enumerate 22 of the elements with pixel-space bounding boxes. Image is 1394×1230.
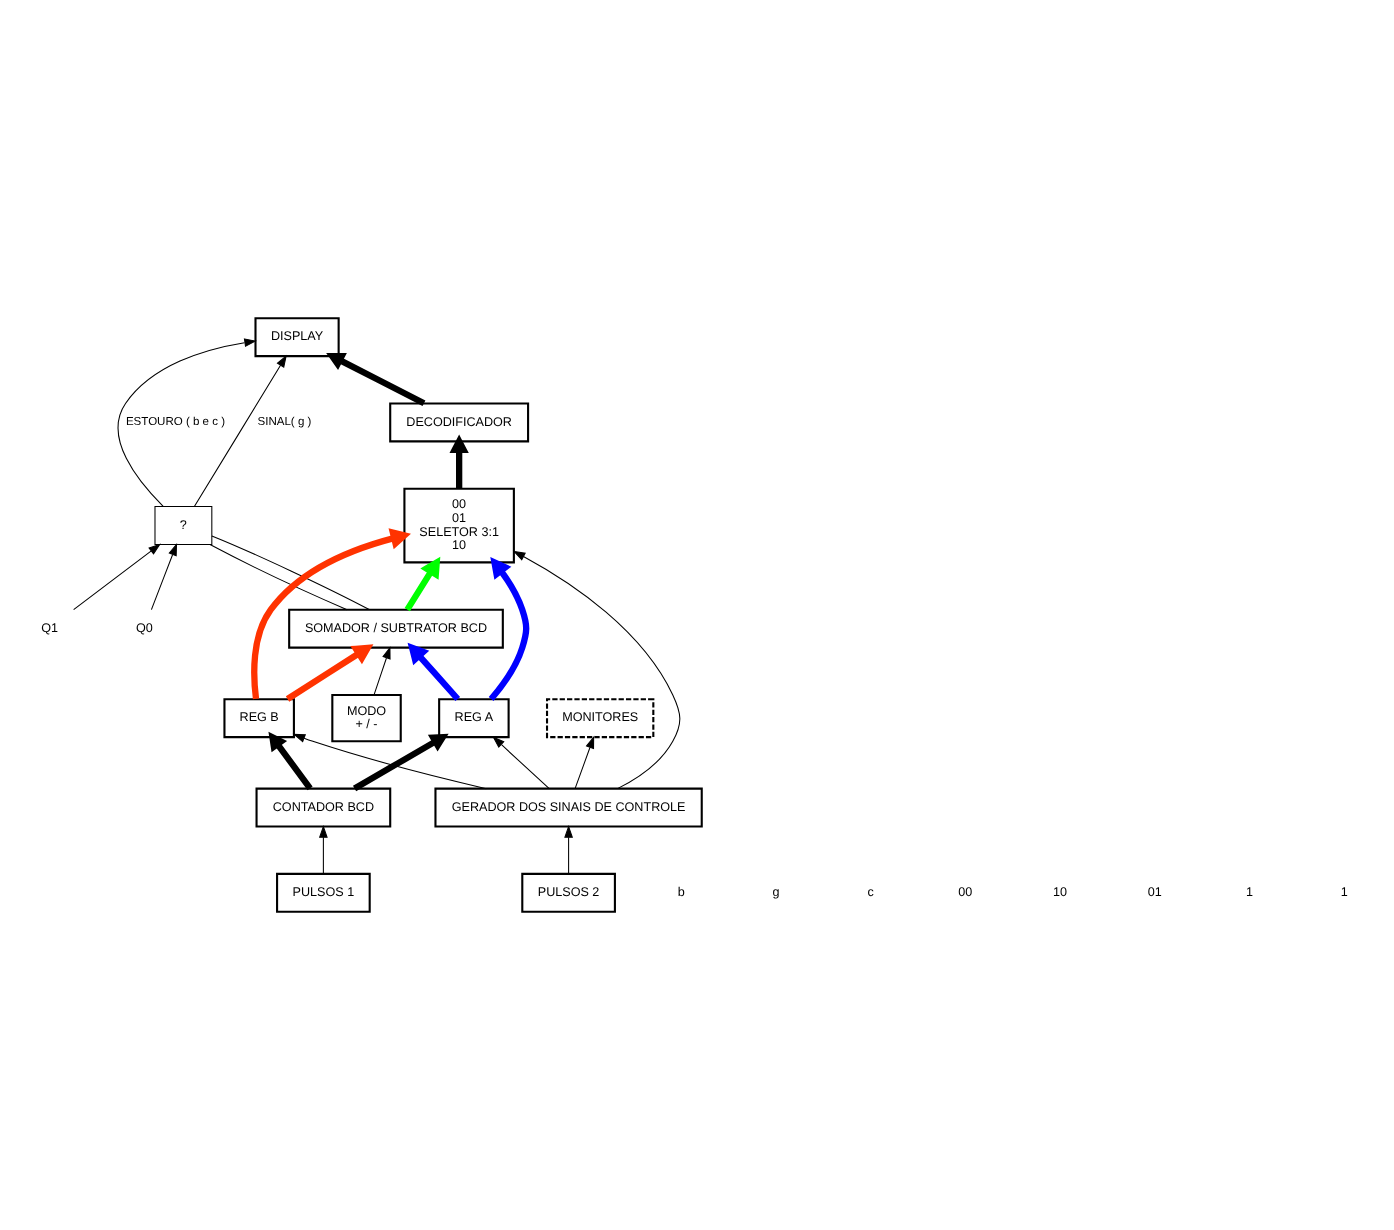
arrow [574, 735, 595, 789]
arrow [373, 646, 391, 696]
arrow [488, 557, 530, 702]
arrow [194, 354, 287, 507]
arrow [292, 733, 487, 790]
arrow [251, 528, 411, 700]
arrow [318, 825, 328, 875]
connector [209, 544, 348, 611]
arrow [449, 434, 469, 489]
arrow [564, 825, 573, 875]
arrow [117, 338, 257, 507]
arrow [150, 543, 178, 611]
arrow [512, 550, 681, 790]
arrow [73, 543, 161, 611]
arrow [268, 731, 313, 791]
connector [211, 535, 370, 611]
arrow [404, 556, 441, 612]
arrow [353, 733, 449, 792]
arrow [407, 642, 461, 702]
arrow [326, 352, 426, 407]
arrow [285, 644, 374, 702]
arrow [492, 736, 550, 789]
